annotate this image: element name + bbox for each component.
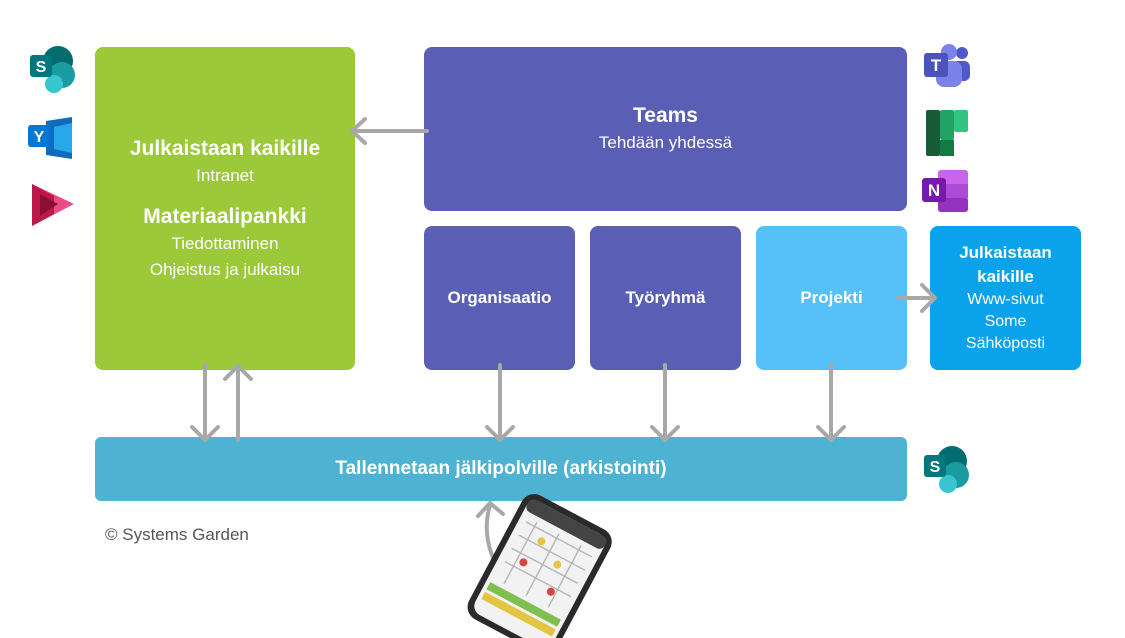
- onenote-icon: N: [920, 168, 970, 219]
- teams-icon: T: [922, 43, 972, 94]
- public-line-email: Sähköposti: [965, 335, 1046, 352]
- yammer-letter: Y: [34, 129, 45, 146]
- teams-subtitle: Tehdään yhdessä: [598, 133, 733, 152]
- public-title-a: Julkaistaan: [959, 243, 1052, 262]
- organisation-box: Organisaatio: [424, 226, 575, 370]
- intranet-title: Julkaistaan kaikille: [129, 136, 321, 160]
- project-box: Projekti: [756, 226, 907, 370]
- materialbank-line-2: Ohjeistus ja julkaisu: [149, 259, 301, 279]
- sharepoint-archive-letter: S: [930, 459, 941, 476]
- intranet-subtitle: Intranet: [196, 165, 254, 185]
- sharepoint-icon: S: [28, 45, 76, 98]
- sharepoint-letter: S: [36, 59, 47, 76]
- workgroup-box: Työryhmä: [590, 226, 741, 370]
- archive-box: Tallennetaan jälkipolville (arkistointi): [95, 437, 907, 501]
- onenote-letter: N: [928, 181, 940, 200]
- public-line-some: Some: [984, 313, 1027, 330]
- workgroup-label: Työryhmä: [625, 288, 706, 307]
- yammer-icon: Y: [26, 113, 76, 168]
- smartphone-image: [467, 494, 612, 638]
- copyright-text: © Systems Garden: [105, 525, 249, 544]
- teams-letter: T: [931, 56, 942, 75]
- materialbank-line-1: Tiedottaminen: [171, 233, 279, 253]
- organisation-label: Organisaatio: [447, 288, 552, 307]
- public-line-web: Www-sivut: [967, 291, 1044, 308]
- teams-title: Teams: [633, 104, 698, 127]
- archive-label: Tallennetaan jälkipolville (arkistointi): [335, 458, 667, 479]
- teams-box: Teams Tehdään yhdessä: [424, 47, 907, 211]
- intranet-box: Julkaistaan kaikille Intranet Materiaali…: [95, 47, 355, 370]
- materialbank-title: Materiaalipankki: [143, 204, 307, 228]
- public-publish-box: Julkaistaan kaikille Www-sivut Some Sähk…: [930, 226, 1081, 370]
- stream-icon: [28, 182, 78, 233]
- project-label: Projekti: [800, 288, 863, 307]
- planner-icon: [926, 110, 970, 163]
- sharepoint-archive-icon: S: [922, 445, 970, 498]
- public-title-b: kaikille: [977, 267, 1034, 286]
